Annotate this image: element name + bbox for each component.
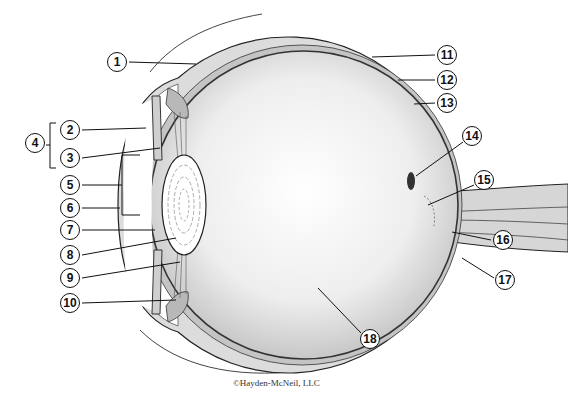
callout-number: 14 <box>462 126 482 146</box>
callout-number: 18 <box>360 329 380 349</box>
ciliary-body <box>166 292 188 322</box>
callout-number: 9 <box>60 268 80 288</box>
copyright-note: ©Hayden-McNeil, LLC <box>231 378 322 388</box>
leader-lines <box>82 55 494 333</box>
callout-number: 4 <box>25 133 45 153</box>
lens-layer <box>179 189 189 221</box>
iris <box>152 250 162 314</box>
callout-number: 16 <box>493 230 513 250</box>
callout-number: 5 <box>60 175 80 195</box>
callout-number: 7 <box>60 220 80 240</box>
iris <box>152 96 162 160</box>
ciliary-body <box>166 88 188 118</box>
lens-layer <box>168 165 200 245</box>
retina <box>150 51 458 359</box>
lens <box>162 155 206 255</box>
bracket <box>46 123 56 168</box>
callout-number: 12 <box>437 70 457 90</box>
callout-number: 2 <box>60 120 80 140</box>
callout-number: 15 <box>474 170 494 190</box>
fovea <box>407 172 415 190</box>
callout-number: 8 <box>60 245 80 265</box>
bracket <box>122 155 140 215</box>
callout-number: 11 <box>437 45 457 65</box>
callout-number: 6 <box>60 198 80 218</box>
callout-number: 13 <box>437 93 457 113</box>
callout-number: 1 <box>107 52 127 72</box>
lens-layer <box>174 177 194 233</box>
optic-disc <box>424 196 435 226</box>
callout-number: 17 <box>495 270 515 290</box>
callout-number: 10 <box>60 293 80 313</box>
callout-number: 3 <box>60 148 80 168</box>
choroid <box>142 45 462 365</box>
